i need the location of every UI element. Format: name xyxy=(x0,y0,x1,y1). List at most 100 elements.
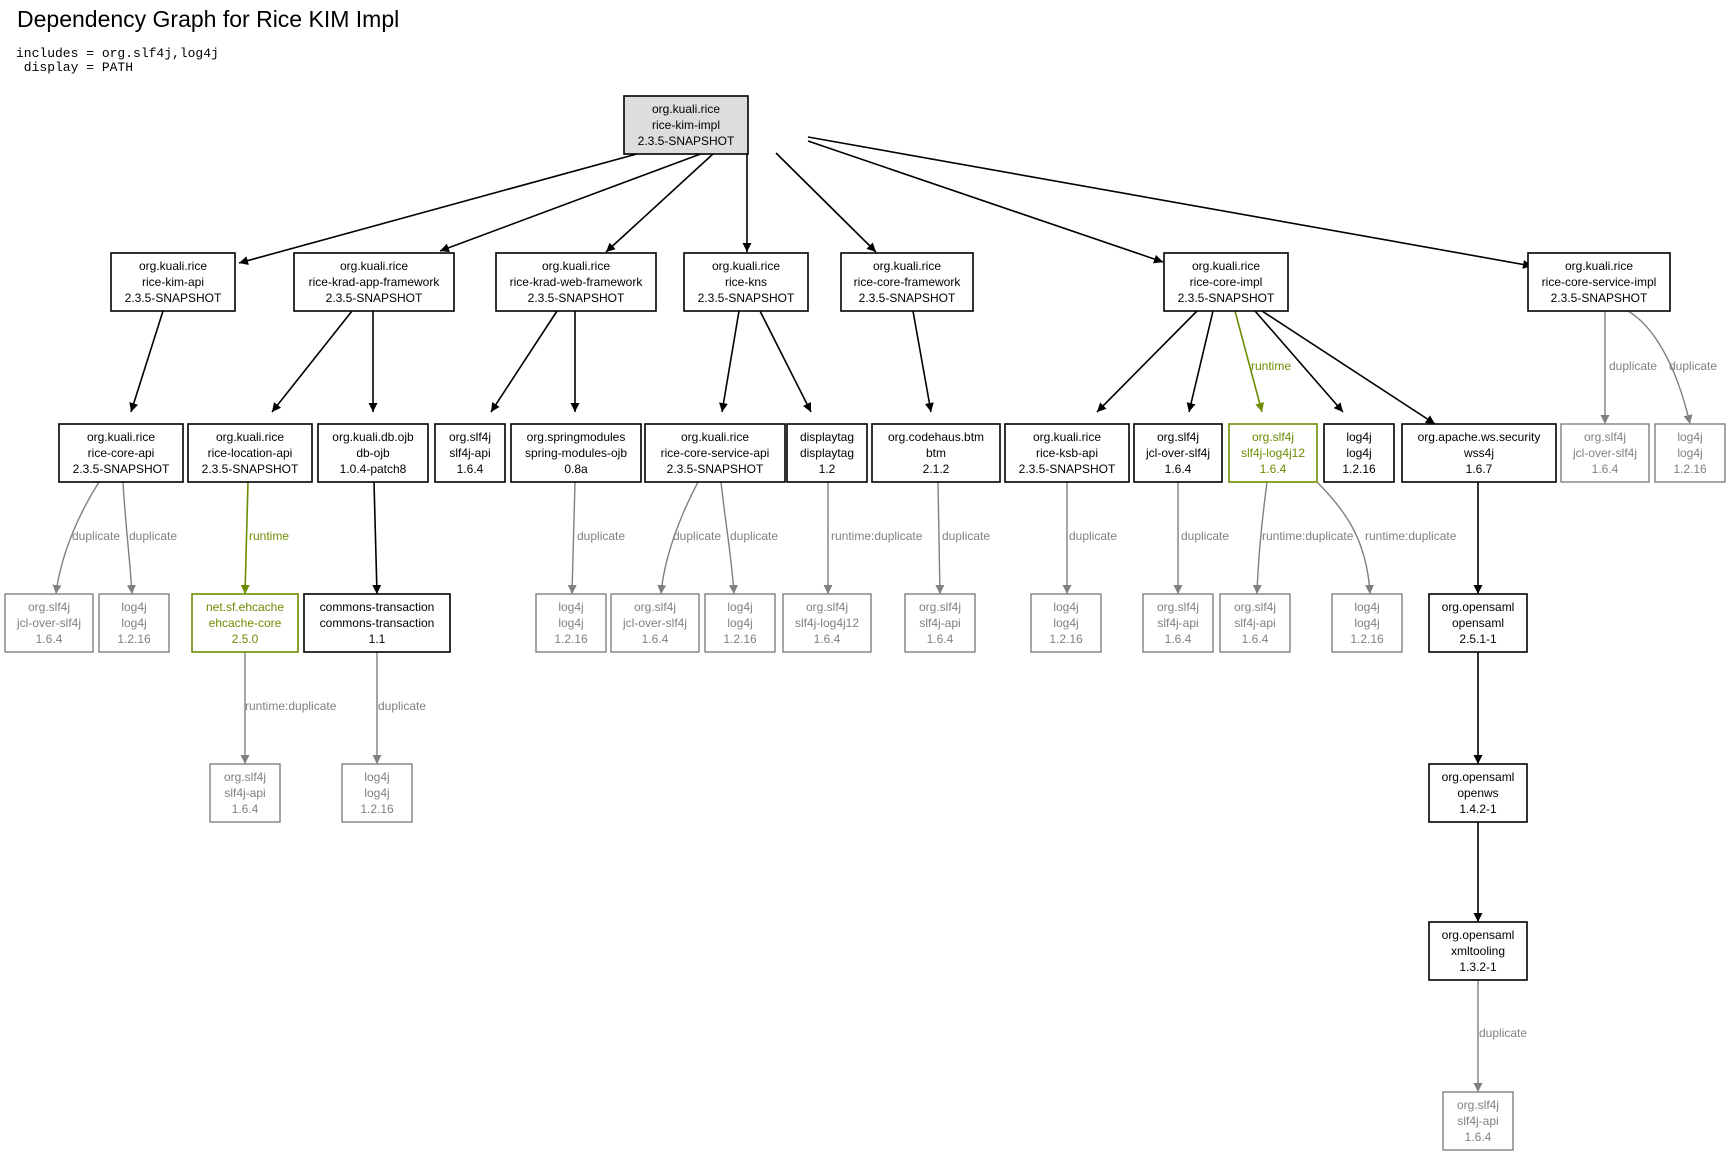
node-version: 2.3.5-SNAPSHOT xyxy=(1178,291,1275,305)
node-kradweb: org.kuali.ricerice-krad-web-framework2.3… xyxy=(495,252,657,312)
edge-coreimpl-to-wss4j xyxy=(1261,310,1436,425)
edge-label: runtime xyxy=(1251,359,1291,373)
node-artifact-id: rice-kns xyxy=(725,275,767,289)
node-kimimpl: org.kuali.ricerice-kim-impl2.3.5-SNAPSHO… xyxy=(623,95,749,155)
edge-kimimpl-to-coresvcimpl xyxy=(807,136,1533,269)
node-group-id: org.slf4j xyxy=(1252,430,1294,444)
node-box xyxy=(535,593,607,653)
node-box xyxy=(871,423,1001,483)
node-artifact-id: spring-modules-ojb xyxy=(525,446,627,460)
node-version: 1.6.4 xyxy=(1242,632,1269,646)
node-version: 2.3.5-SNAPSHOT xyxy=(1551,291,1648,305)
node-artifact-id: rice-core-api xyxy=(88,446,155,460)
node-version: 1.6.7 xyxy=(1466,462,1493,476)
node-artifact-id: openws xyxy=(1457,786,1498,800)
edge-kimimpl-to-kradweb xyxy=(605,152,715,253)
edge-label: duplicate xyxy=(378,699,426,713)
node-group-id: org.kuali.rice xyxy=(1033,430,1101,444)
edge-kradweb-to-slf4japi xyxy=(490,310,558,413)
node-artifact-id: log4j xyxy=(1346,446,1371,460)
node-group-id: org.kuali.rice xyxy=(216,430,284,444)
node-version: 2.3.5-SNAPSHOT xyxy=(326,291,423,305)
node-artifact-id: displaytag xyxy=(800,446,854,460)
node-box xyxy=(1428,593,1528,653)
node-group-id: org.opensaml xyxy=(1442,770,1515,784)
edge-coreimpl-to-jcl xyxy=(1186,310,1214,413)
node-box xyxy=(510,423,642,483)
node-group-id: org.slf4j xyxy=(1157,430,1199,444)
node-box xyxy=(683,252,809,312)
node-artifact-id: rice-krad-app-framework xyxy=(309,275,441,289)
edge-svcapi-to-d_svcapi_log4j xyxy=(720,481,738,595)
edge-label: runtime:duplicate xyxy=(831,529,923,543)
node-group-id: log4j xyxy=(364,770,389,784)
edge-springojb-to-d_spring_log4j xyxy=(567,481,577,595)
node-artifact-id: opensaml xyxy=(1452,616,1504,630)
node-version: 1.2.16 xyxy=(360,802,394,816)
node-box xyxy=(1228,423,1318,483)
node-version: 2.3.5-SNAPSHOT xyxy=(638,134,735,148)
node-group-id: org.kuali.db.ojb xyxy=(332,430,414,444)
page-title: Dependency Graph for Rice KIM Impl xyxy=(17,6,400,32)
node-box xyxy=(1323,423,1395,483)
edge-label: runtime:duplicate xyxy=(245,699,337,713)
node-artifact-id: rice-ksb-api xyxy=(1036,446,1098,460)
edge-coreapi-to-d_coreapi_log4j xyxy=(122,481,136,595)
edge-slf4jlog4j-to-d_sl4_slf4japi xyxy=(1252,481,1268,595)
node-group-id: log4j xyxy=(1677,430,1702,444)
node-artifact-id: log4j xyxy=(364,786,389,800)
node-version: 1.6.4 xyxy=(1592,462,1619,476)
node-group-id: org.kuali.rice xyxy=(542,259,610,273)
node-version: 1.2.16 xyxy=(554,632,588,646)
node-box xyxy=(110,252,236,312)
nodes-layer: org.kuali.ricerice-kim-impl2.3.5-SNAPSHO… xyxy=(4,95,1726,1151)
node-artifact-id: rice-location-api xyxy=(208,446,293,460)
edge-coresvcimpl-to-d_svcimpl_log4j xyxy=(1627,310,1693,425)
node-kradapp: org.kuali.ricerice-krad-app-framework2.3… xyxy=(293,252,455,312)
node-commons: commons-transactioncommons-transaction1.… xyxy=(303,593,451,653)
node-box xyxy=(1428,763,1528,823)
node-box xyxy=(644,423,786,483)
node-artifact-id: jcl-over-slf4j xyxy=(1572,446,1637,460)
node-group-id: org.kuali.rice xyxy=(1565,259,1633,273)
node-group-id: org.kuali.rice xyxy=(1192,259,1260,273)
node-artifact-id: log4j xyxy=(1677,446,1702,460)
node-version: 2.1.2 xyxy=(923,462,950,476)
edge-label: duplicate xyxy=(1609,359,1657,373)
node-group-id: log4j xyxy=(558,600,583,614)
node-box xyxy=(1030,593,1102,653)
node-corefw: org.kuali.ricerice-core-framework2.3.5-S… xyxy=(840,252,974,312)
node-artifact-id: slf4j-api xyxy=(1234,616,1275,630)
node-artifact-id: slf4j-log4j12 xyxy=(1241,446,1305,460)
edge-kimimpl-to-kradapp xyxy=(439,148,715,253)
node-version: 0.8a xyxy=(564,462,588,476)
node-artifact-id: slf4j-api xyxy=(919,616,960,630)
node-box xyxy=(786,423,868,483)
param-display: display = PATH xyxy=(16,60,134,75)
node-box xyxy=(1527,252,1671,312)
node-box xyxy=(434,423,506,483)
edge-label: duplicate xyxy=(577,529,625,543)
node-box xyxy=(191,593,299,653)
node-group-id: org.opensaml xyxy=(1442,928,1515,942)
node-artifact-id: log4j xyxy=(1053,616,1078,630)
node-version: 1.6.4 xyxy=(1165,462,1192,476)
node-artifact-id: db-ojb xyxy=(356,446,390,460)
node-version: 1.6.4 xyxy=(642,632,669,646)
node-box xyxy=(623,95,749,155)
node-version: 2.3.5-SNAPSHOT xyxy=(73,462,170,476)
node-artifact-id: jcl-over-slf4j xyxy=(1145,446,1210,460)
node-box xyxy=(704,593,776,653)
